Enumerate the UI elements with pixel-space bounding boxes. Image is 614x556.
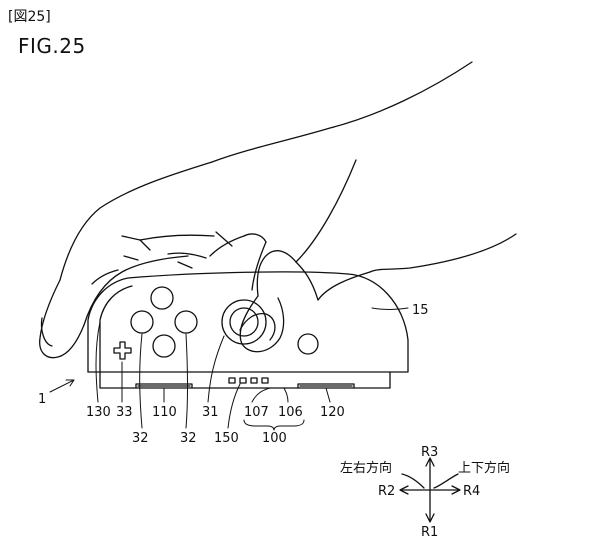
label-dir-down: R1 xyxy=(421,525,438,540)
face-button-top xyxy=(150,286,174,310)
direction-arrows xyxy=(399,457,461,523)
label-rail-b: 106 xyxy=(278,405,303,420)
label-bottom-right: 120 xyxy=(320,405,345,420)
controller-body xyxy=(87,271,409,389)
dpad-icon xyxy=(113,341,132,360)
label-up-down-direction: 上下方向 xyxy=(458,460,510,476)
label-group: 100 xyxy=(262,431,287,446)
figure-bracket-label: [図25] xyxy=(8,9,51,25)
label-stick: 31 xyxy=(202,405,219,420)
leader-lines xyxy=(49,307,409,431)
label-rail-a: 107 xyxy=(244,405,269,420)
label-button-b: 32 xyxy=(180,431,197,446)
label-dir-right: R4 xyxy=(463,484,480,499)
label-bottom-left: 110 xyxy=(152,405,177,420)
figure-title: FIG.25 xyxy=(18,34,86,58)
label-button-a: 32 xyxy=(132,431,149,446)
label-left-right-direction: 左右方向 xyxy=(340,460,392,476)
label-dpad: 33 xyxy=(116,405,133,420)
label-device: 1 xyxy=(38,392,46,407)
face-button-left xyxy=(130,310,154,334)
face-button-right xyxy=(174,310,198,334)
label-dir-up: R3 xyxy=(421,445,438,460)
analog-stick xyxy=(221,299,267,345)
small-button xyxy=(297,333,319,355)
hand-drawing xyxy=(39,61,517,359)
face-buttons xyxy=(130,286,198,358)
label-housing: 15 xyxy=(412,303,429,318)
label-rear-edge: 130 xyxy=(86,405,111,420)
label-dir-left: R2 xyxy=(378,484,395,499)
face-button-bottom xyxy=(152,334,176,358)
label-leds: 150 xyxy=(214,431,239,446)
